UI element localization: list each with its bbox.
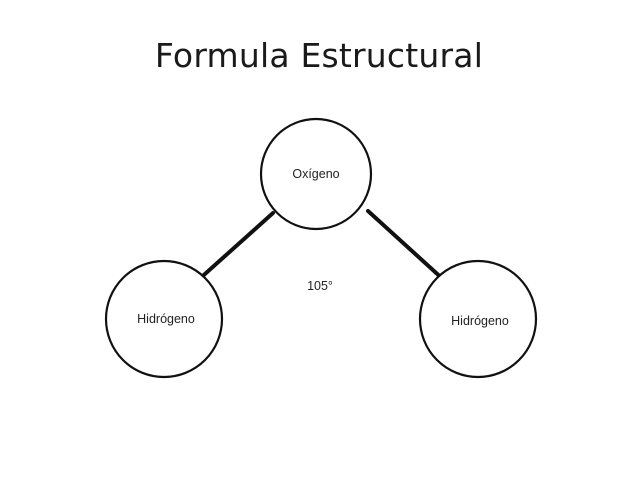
hydrogen-atom-right: [418, 259, 538, 379]
hydrogen-left-label: Hidrógeno: [137, 312, 195, 326]
hydrogen-atom-left: [104, 259, 224, 379]
oxygen-label: Oxígeno: [292, 167, 339, 181]
bond-left: [194, 211, 275, 284]
hydrogen-right-label: Hidrógeno: [451, 314, 509, 328]
oxygen-atom: [259, 117, 373, 231]
bond-angle-label: 105°: [307, 279, 333, 293]
bond-right: [366, 209, 447, 283]
slide-title: Formula Estructural: [154, 36, 484, 75]
